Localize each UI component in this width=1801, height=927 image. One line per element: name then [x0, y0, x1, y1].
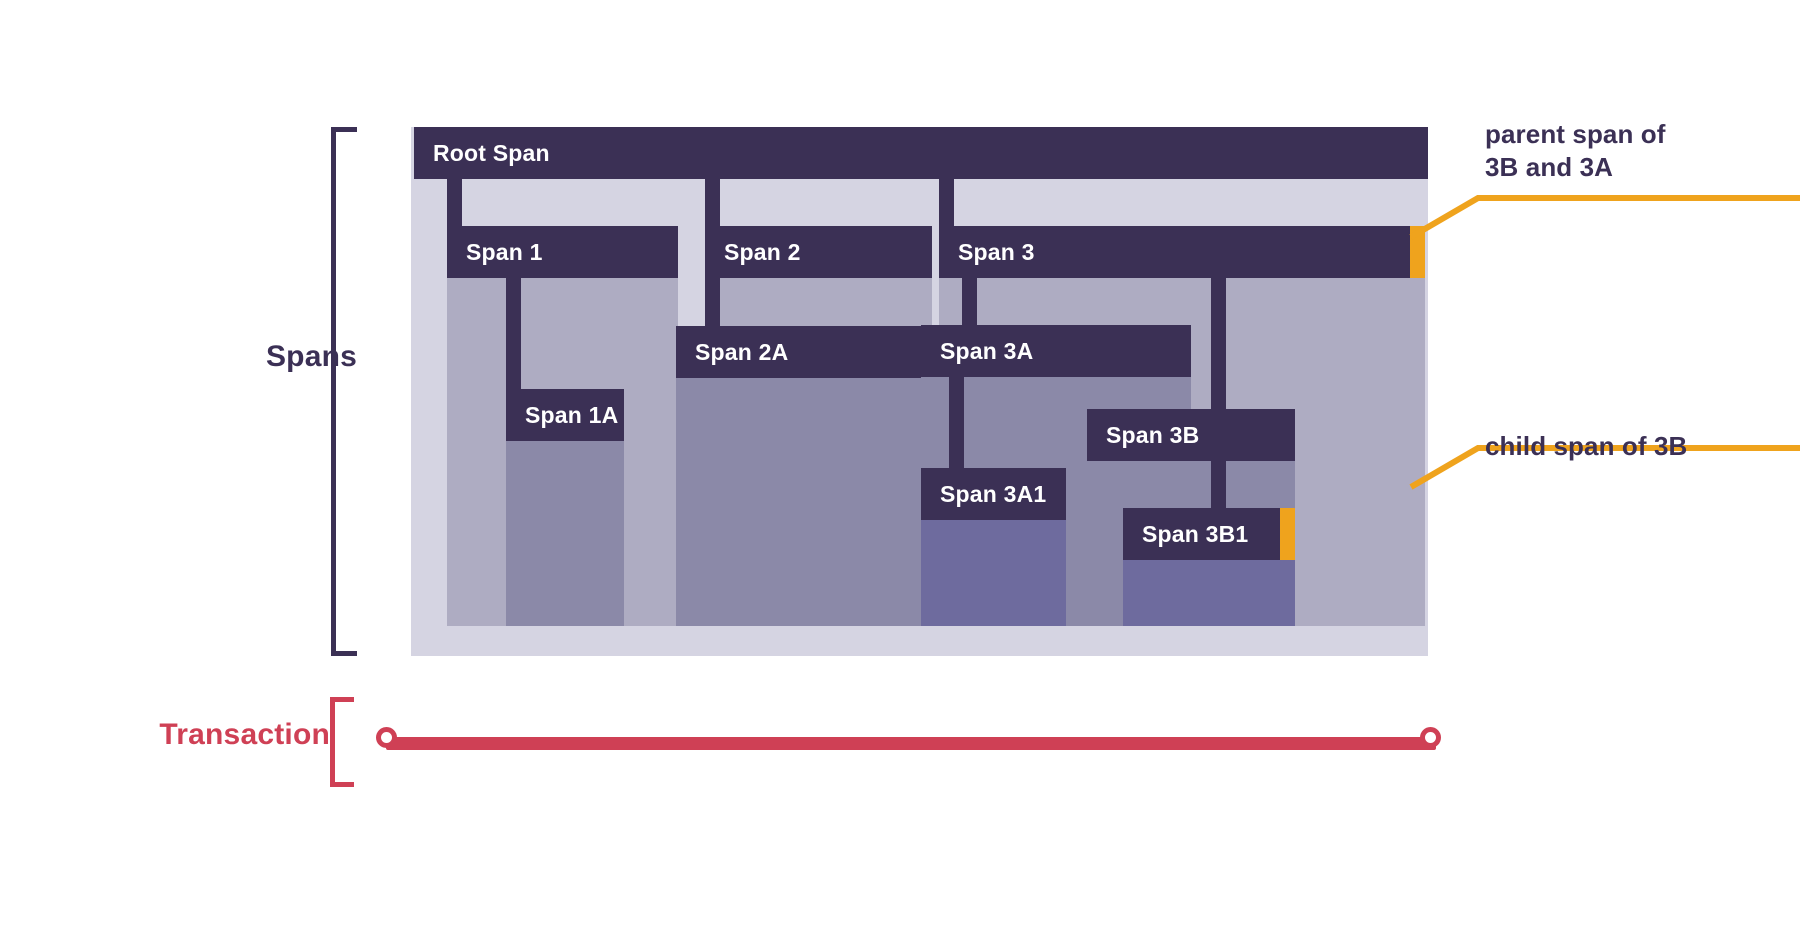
span-root[interactable]: Root Span	[414, 127, 1428, 656]
connector-root-to-span1	[447, 179, 462, 226]
spans-bracket-top-arm	[331, 127, 357, 132]
connector-span2-to-span2a	[705, 278, 720, 327]
spans-group-label: Spans	[265, 340, 357, 373]
spans-bracket-stem	[331, 127, 336, 656]
span3a-header[interactable]: Span 3A	[921, 325, 1191, 377]
transaction-bar	[386, 737, 1436, 750]
marker-child-span-3b1	[1280, 508, 1295, 560]
connector-span3b-to-span3b1	[1211, 461, 1226, 509]
span3b-header[interactable]: Span 3B	[1087, 409, 1295, 461]
transaction-end-dot	[1420, 727, 1441, 748]
span3a1-header[interactable]: Span 3A1	[921, 468, 1066, 520]
callout-text-bottom: child span of 3B	[1485, 431, 1688, 461]
spans-bracket	[331, 127, 357, 656]
span1a-header[interactable]: Span 1A	[506, 389, 624, 441]
transaction-start-dot	[376, 727, 397, 748]
connector-span3-to-span3a	[962, 278, 977, 326]
callout-text-top: parent span of 3B and 3A	[1485, 119, 1666, 183]
callout-line-bottom	[1409, 445, 1800, 490]
marker-parent-span-3	[1410, 226, 1425, 278]
span3b1-header[interactable]: Span 3B1	[1123, 508, 1295, 560]
transaction-group-label: Transaction	[159, 718, 330, 751]
span3-header[interactable]: Span 3	[939, 226, 1425, 278]
span-tree: Root Span Span 1 Span 1A Span 2 Span 2A …	[411, 127, 1428, 656]
span1-header[interactable]: Span 1	[447, 226, 678, 278]
spans-bracket-bottom-arm	[331, 651, 357, 656]
transaction-bracket-stem	[330, 697, 335, 787]
callout-line-top	[1409, 195, 1800, 240]
transaction-bracket-bottom-arm	[330, 782, 354, 787]
span2-header[interactable]: Span 2	[705, 226, 932, 278]
span-root-header: Root Span	[414, 127, 1428, 179]
connector-root-to-span2	[705, 179, 720, 226]
transaction-bracket	[330, 697, 354, 787]
span2a-header[interactable]: Span 2A	[676, 326, 932, 378]
connector-root-to-span3	[939, 179, 954, 226]
transaction-bracket-top-arm	[330, 697, 354, 702]
